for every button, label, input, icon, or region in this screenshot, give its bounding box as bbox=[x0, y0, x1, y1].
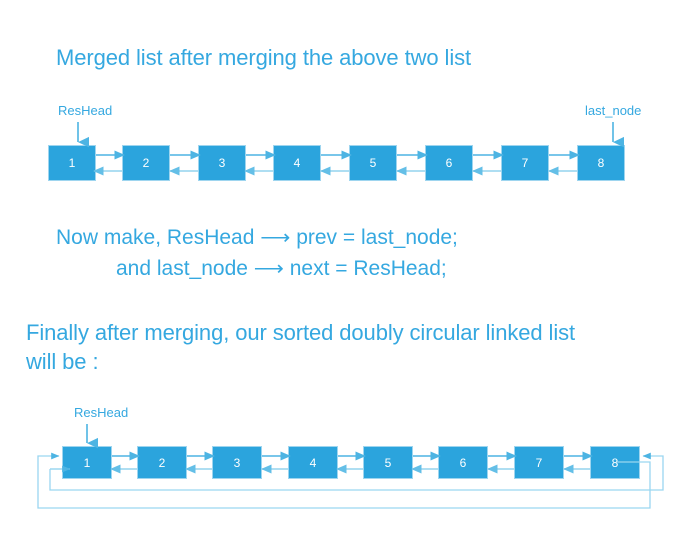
list-node: 3 bbox=[198, 145, 246, 181]
list-node: 5 bbox=[349, 145, 397, 181]
pointer-label-reshead-top: ResHead bbox=[58, 103, 113, 118]
list-node: 4 bbox=[288, 446, 338, 479]
list-node: 6 bbox=[438, 446, 488, 479]
pointer-label-reshead-bottom: ResHead bbox=[74, 405, 129, 420]
assignment-statements: Now make, ResHead ⟶ prev = last_node; an… bbox=[56, 222, 458, 284]
list-node: 1 bbox=[48, 145, 96, 181]
page-title-final-list: Finally after merging, our sorted doubly… bbox=[26, 320, 576, 375]
pointer-label-lastnode-top: last_node bbox=[585, 103, 642, 118]
circular-prev-link-head-to-tail bbox=[49, 452, 664, 491]
list-node: 2 bbox=[137, 446, 187, 479]
list-node: 5 bbox=[363, 446, 413, 479]
list-node: 7 bbox=[514, 446, 564, 479]
list-node: 2 bbox=[122, 145, 170, 181]
assignment-line-next: and last_node ⟶ next = ResHead; bbox=[116, 257, 447, 281]
page-title-merged-list: Merged list after merging the above two … bbox=[56, 45, 472, 70]
assignment-line-prev: Now make, ResHead ⟶ prev = last_node; bbox=[56, 226, 458, 249]
list-node: 8 bbox=[577, 145, 625, 181]
list-node: 4 bbox=[273, 145, 321, 181]
list-node: 1 bbox=[62, 446, 112, 479]
list-node: 6 bbox=[425, 145, 473, 181]
circular-next-link-tail-to-head bbox=[37, 452, 651, 509]
list-node: 3 bbox=[212, 446, 262, 479]
list-node: 7 bbox=[501, 145, 549, 181]
